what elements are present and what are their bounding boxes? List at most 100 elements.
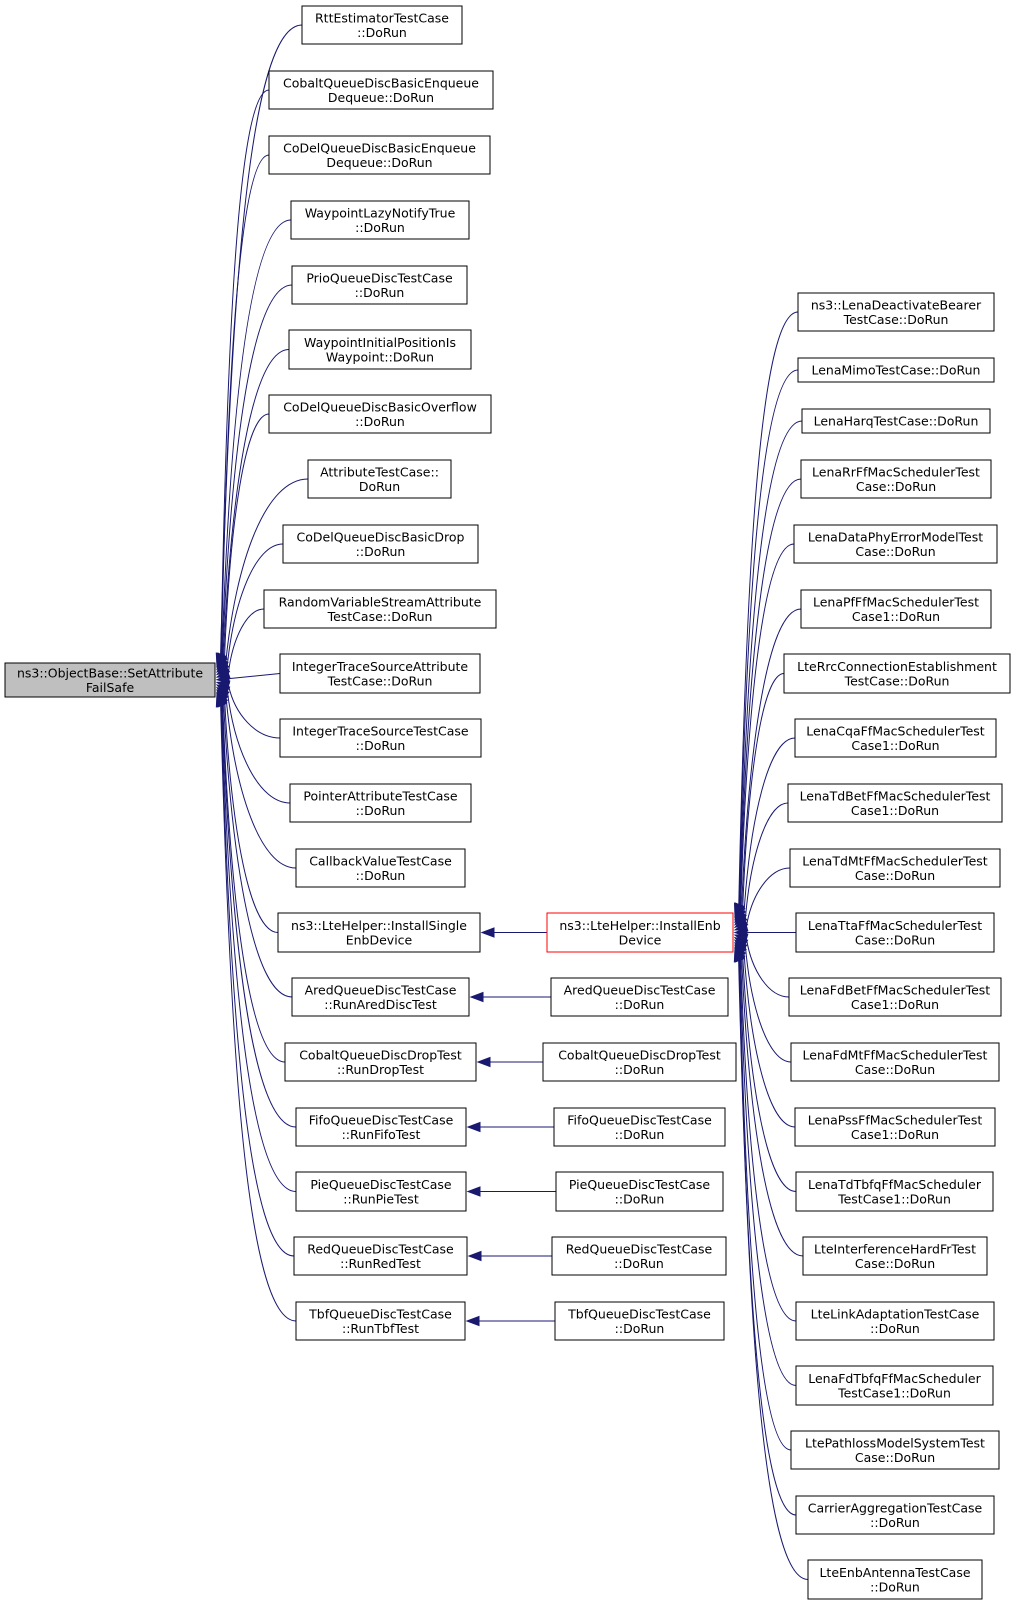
graph-node-a20[interactable]: RedQueueDiscTestCase::RunRedTest xyxy=(293,1236,468,1276)
node-box xyxy=(795,1365,994,1406)
node-box xyxy=(795,1171,994,1212)
arrowhead xyxy=(215,692,226,708)
call-edge-b5-to-a19 xyxy=(466,1186,556,1197)
graph-node-c20[interactable]: CarrierAggregationTestCase::DoRun xyxy=(795,1495,995,1535)
graph-node-b7[interactable]: TbfQueueDiscTestCase::DoRun xyxy=(554,1301,725,1341)
node-box xyxy=(551,1236,727,1276)
node-box xyxy=(295,1107,467,1147)
graph-node-a8[interactable]: AttributeTestCase::DoRun xyxy=(307,459,452,499)
node-label: ns3::ObjectBase::SetAttribute xyxy=(17,665,203,680)
node-label: CobaltQueueDiscDropTest xyxy=(299,1047,462,1062)
edge-line xyxy=(744,802,789,922)
node-label: TestCase1::DoRun xyxy=(837,1385,951,1400)
edge-line xyxy=(222,349,290,657)
edge-line xyxy=(220,705,295,1257)
graph-node-b5[interactable]: PieQueueDiscTestCase::DoRun xyxy=(555,1171,724,1212)
node-box xyxy=(307,459,452,499)
graph-node-a13[interactable]: PointerAttributeTestCase::DoRun xyxy=(289,783,472,823)
node-label: ::DoRun xyxy=(357,25,407,40)
node-label: PrioQueueDiscTestCase xyxy=(306,270,453,285)
node-label: TestCase1::DoRun xyxy=(837,1191,951,1206)
graph-node-a4[interactable]: WaypointLazyNotifyTrue::DoRun xyxy=(290,200,470,240)
node-label: Case::DoRun xyxy=(855,1256,935,1271)
edge-line xyxy=(738,420,803,905)
edge-line xyxy=(224,699,279,933)
call-edge-a13-to-root xyxy=(215,684,291,804)
graph-node-a9[interactable]: CoDelQueueDiscBasicDrop::DoRun xyxy=(282,524,479,564)
node-box xyxy=(555,1171,724,1212)
graph-node-c7[interactable]: LteRrcConnectionEstablishmentTestCase::D… xyxy=(783,653,1011,694)
edge-line xyxy=(223,413,270,660)
node-label: WaypointInitialPositionIs xyxy=(304,335,456,350)
edge-line xyxy=(738,960,797,1516)
graph-node-a18[interactable]: FifoQueueDiscTestCase::RunFifoTest xyxy=(295,1107,467,1147)
graph-node-a11[interactable]: IntegerTraceSourceAttributeTestCase::DoR… xyxy=(279,653,481,694)
node-label: EnbDevice xyxy=(346,932,413,947)
edge-line xyxy=(221,219,292,656)
graph-node-a17[interactable]: CobaltQueueDiscDropTest::RunDropTest xyxy=(284,1042,477,1082)
node-label: LenaMimoTestCase::DoRun xyxy=(812,363,981,378)
graph-node-c2[interactable]: LenaMimoTestCase::DoRun xyxy=(797,357,995,383)
edge-line xyxy=(222,704,286,1063)
graph-node-b6[interactable]: RedQueueDiscTestCase::DoRun xyxy=(551,1236,727,1276)
node-label: FailSafe xyxy=(86,680,135,695)
graph-node-c3[interactable]: LenaHarqTestCase::DoRun xyxy=(801,408,991,434)
node-box xyxy=(794,1107,996,1147)
node-box xyxy=(301,5,463,45)
node-box xyxy=(546,912,734,953)
edge-line xyxy=(739,959,797,1386)
graph-node-a14[interactable]: CallbackValueTestCase::DoRun xyxy=(295,848,466,888)
graph-node-b2[interactable]: AredQueueDiscTestCase::DoRun xyxy=(550,977,729,1017)
node-label: Case::DoRun xyxy=(855,868,935,883)
node-label: ::DoRun xyxy=(614,1256,664,1271)
arrowhead xyxy=(467,1250,482,1262)
graph-node-a12[interactable]: IntegerTraceSourceTestCase::DoRun xyxy=(279,718,482,758)
graph-node-a1[interactable]: RttEstimatorTestCase::DoRun xyxy=(301,5,463,45)
graph-node-a7[interactable]: CoDelQueueDiscBasicOverflow::DoRun xyxy=(268,394,492,434)
graph-node-a5[interactable]: PrioQueueDiscTestCase::DoRun xyxy=(291,265,468,305)
graph-node-a21[interactable]: TbfQueueDiscTestCase::RunTbfTest xyxy=(295,1301,466,1341)
node-box xyxy=(787,783,1003,823)
edge-line xyxy=(744,943,792,1063)
edge-line xyxy=(738,960,809,1580)
graph-node-a2[interactable]: CobaltQueueDiscBasicEnqueueDequeue::DoRu… xyxy=(268,70,494,110)
graph-node-a10[interactable]: RandomVariableStreamAttributeTestCase::D… xyxy=(263,589,497,629)
arrowhead xyxy=(476,1056,491,1068)
graph-node-c17[interactable]: LteLinkAdaptationTestCase::DoRun xyxy=(795,1301,995,1341)
graph-node-c21[interactable]: LteEnbAntennaTestCase::DoRun xyxy=(807,1559,983,1600)
node-label: ::DoRun xyxy=(355,414,405,429)
graph-node-b4[interactable]: FifoQueueDiscTestCase::DoRun xyxy=(553,1107,726,1147)
node-label: LenaTdTbfqFfMacScheduler xyxy=(808,1177,982,1192)
node-label: Dequeue::DoRun xyxy=(326,155,432,170)
edge-line xyxy=(738,960,792,1451)
graph-node-a16[interactable]: AredQueueDiscTestCase::RunAredDiscTest xyxy=(291,977,470,1017)
node-label: TestCase::DoRun xyxy=(844,673,950,688)
graph-node-a19[interactable]: PieQueueDiscTestCase::RunPieTest xyxy=(295,1171,467,1212)
node-box xyxy=(807,1559,983,1600)
node-box xyxy=(793,524,998,564)
node-box xyxy=(795,912,995,953)
node-box xyxy=(795,1495,995,1535)
node-box xyxy=(295,848,466,888)
graph-node-b3[interactable]: CobaltQueueDiscDropTest::DoRun xyxy=(542,1042,737,1082)
